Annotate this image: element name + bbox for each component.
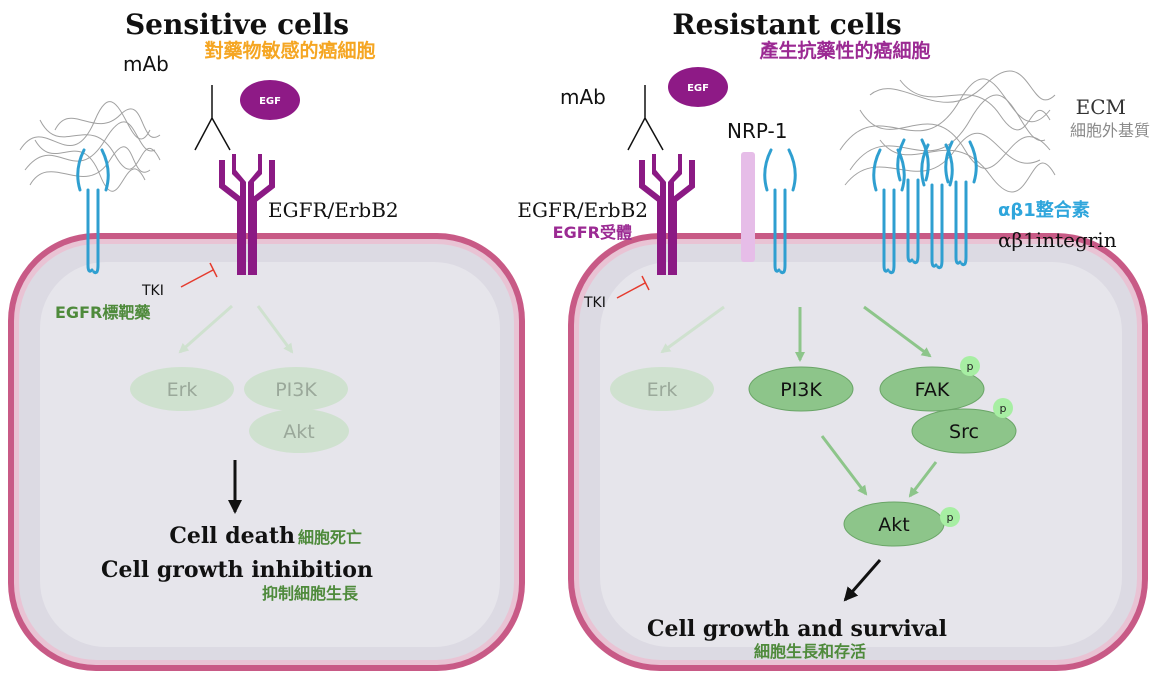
- right-outcome-cn: 細胞生長和存活: [754, 642, 866, 661]
- src-phospho-label: p: [1000, 402, 1007, 415]
- left-outcome1-cn: 細胞死亡: [298, 528, 362, 547]
- resistant-cell: [568, 233, 1148, 671]
- integrin-label: αβ1integrin: [998, 228, 1117, 252]
- left-outcome1: Cell death: [169, 523, 295, 549]
- akt-phospho-badge: [940, 507, 960, 527]
- right-ecm-fibers: [839, 70, 1056, 193]
- right-fak-label: FAK: [915, 379, 950, 401]
- right-egf-ligand: [668, 67, 728, 107]
- right-src-node: [911, 408, 1017, 454]
- ecm-cn-label: 細胞外基質: [1070, 121, 1150, 140]
- left-mab-antibody: [194, 85, 231, 151]
- right-erk-label: Erk: [647, 379, 678, 401]
- left-mab-label: mAb: [123, 52, 169, 76]
- right-outcome-arrow: [843, 559, 882, 602]
- right-cell-shadow: [600, 262, 1122, 647]
- right-fak-node: [879, 366, 985, 412]
- right-mab-label: mAb: [560, 85, 606, 109]
- fak-phospho-label: p: [967, 360, 974, 373]
- sensitive-cell: [8, 233, 525, 671]
- right-egf-label: EGF: [687, 83, 709, 94]
- right-src-label: Src: [949, 421, 979, 443]
- right-subtitle-cn: 產生抗藥性的癌細胞: [759, 39, 930, 62]
- left-egf-ligand: [240, 80, 300, 120]
- integrin-cn-label: αβ1整合素: [998, 199, 1090, 221]
- right-egfr-receptor: [639, 154, 695, 275]
- left-tki-inhibitor: [180, 262, 218, 288]
- nrp1-receptor: [741, 152, 755, 262]
- right-pathway-arrows: [660, 305, 938, 498]
- left-egfr-receptor: [219, 154, 275, 275]
- left-outcome2: Cell growth inhibition: [101, 557, 373, 583]
- right-receptor-label: EGFR/ErbB2: [517, 198, 648, 222]
- left-pi3k-label: PI3K: [275, 379, 317, 401]
- left-ecm-fibers: [19, 101, 161, 192]
- right-akt-label: Akt: [878, 514, 909, 536]
- akt-phospho-label: p: [947, 511, 954, 524]
- src-phospho-badge: [993, 398, 1013, 418]
- left-akt-node: [249, 409, 349, 453]
- left-outcome2-cn: 抑制細胞生長: [262, 584, 359, 603]
- right-title: Resistant cells: [672, 8, 901, 41]
- left-subtitle-cn: 對藥物敏感的癌細胞: [204, 39, 375, 62]
- left-pathway-arrows: [178, 304, 294, 354]
- right-mab-antibody: [627, 85, 664, 151]
- right-erk-node: [610, 367, 714, 411]
- left-erk-node: [130, 367, 234, 411]
- left-cell-shadow: [40, 262, 500, 647]
- left-receptor-label: EGFR/ErbB2: [268, 198, 399, 222]
- left-akt-label: Akt: [283, 421, 314, 443]
- right-pi3k-label: PI3K: [780, 379, 822, 401]
- right-outcome: Cell growth and survival: [647, 616, 947, 642]
- right-tki-label: TKI: [583, 295, 606, 311]
- right-pi3k-node: [748, 366, 854, 412]
- ecm-label: ECM: [1076, 95, 1126, 119]
- nrp1-label: NRP-1: [727, 119, 787, 143]
- left-tki-label: TKI: [141, 283, 164, 299]
- left-egf-label: EGF: [259, 96, 281, 107]
- left-tki-cn-label: EGFR標靶藥: [55, 303, 151, 322]
- left-erk-label: Erk: [167, 379, 198, 401]
- right-tki-inhibitor: [616, 275, 650, 299]
- left-title: Sensitive cells: [125, 8, 349, 41]
- fak-phospho-badge: [960, 356, 980, 376]
- right-receptor-cn-label: EGFR受體: [553, 223, 632, 242]
- left-pi3k-node: [244, 367, 348, 411]
